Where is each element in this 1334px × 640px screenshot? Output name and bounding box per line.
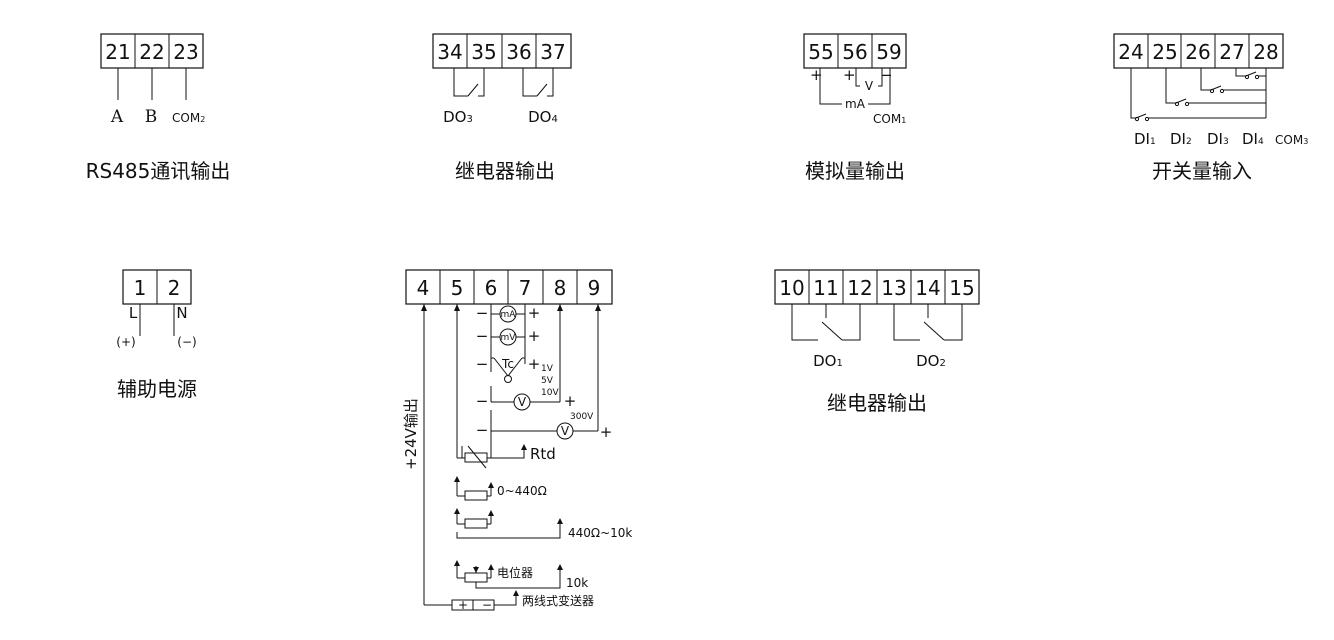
label-di1: DI1 (1134, 130, 1156, 148)
label-rtd: Rtd (530, 445, 556, 463)
terminal-24: 24 (1118, 40, 1143, 64)
relay-a-title: 继电器输出 (455, 159, 555, 183)
label-440-10k: 440Ω~10k (568, 526, 632, 540)
terminal-34: 34 (437, 40, 462, 64)
terminal-5: 5 (451, 276, 464, 300)
terminal-6: 6 (485, 276, 498, 300)
terminal-36: 36 (506, 40, 531, 64)
terminal-1: 1 (134, 276, 147, 300)
label-v-300-meter: V (561, 424, 570, 438)
label-10v: 10V (541, 388, 559, 398)
label-0-440: 0~440Ω (497, 484, 547, 498)
relay-b-title: 继电器输出 (827, 391, 927, 415)
terminal-12: 12 (847, 276, 872, 300)
label-ma-meter: mA (501, 310, 517, 320)
relay-output-block-b: 10 11 12 13 14 15 DO1 DO2 继电器输出 (774, 269, 980, 415)
label-plus-300v: + (600, 423, 613, 441)
label-di4: DI4 (1242, 130, 1264, 148)
label-di3: DI3 (1207, 130, 1229, 148)
label-do2: DO2 (916, 352, 946, 370)
terminal-59: 59 (876, 40, 901, 64)
label-di2: DI2 (1170, 130, 1192, 148)
rs485-terminal-box (100, 33, 204, 69)
terminal-15: 15 (949, 276, 974, 300)
terminal-7: 7 (519, 276, 532, 300)
label-5v: 5V (541, 376, 554, 386)
terminal-21: 21 (105, 40, 130, 64)
terminal-55: 55 (808, 40, 833, 64)
label-v-meter: V (518, 395, 527, 409)
label-plus-56: + (843, 66, 856, 84)
label-a: A (110, 107, 124, 127)
label-do4: DO4 (528, 108, 558, 126)
label-plus-55: + (810, 66, 823, 84)
label-plus-tc: + (528, 355, 541, 373)
label-mv-meter: mV (501, 333, 517, 343)
switch-input-block: 24 25 26 27 28 DI1 DI2 DI3 DI4 COM3 开关量输… (1113, 33, 1308, 183)
aux-power-block: 1 2 L N (+) (−) 辅助电源 (116, 269, 197, 401)
label-minus: − (880, 66, 893, 84)
signal-input-block: 4 5 6 7 8 9 +24V输出 mA − + mV − (402, 269, 632, 612)
label-minus: (−) (177, 335, 196, 349)
aux-power-title: 辅助电源 (117, 377, 197, 401)
terminal-14: 14 (915, 276, 940, 300)
terminal-28: 28 (1253, 40, 1278, 64)
terminal-13: 13 (881, 276, 906, 300)
label-b: B (145, 107, 158, 127)
label-two-wire-transmitter: 两线式变送器 (522, 593, 594, 608)
terminal-56: 56 (842, 40, 867, 64)
label-plus-v: + (564, 392, 577, 410)
label-plus-mv: + (528, 327, 541, 345)
label-l: L (129, 304, 138, 322)
label-potentiometer: 电位器 (497, 565, 533, 580)
input-terminal-box (405, 269, 613, 305)
terminal-2: 2 (168, 276, 181, 300)
label-24v-output: +24V输出 (402, 398, 420, 470)
label-v: V (865, 79, 874, 93)
label-com1: COM1 (873, 112, 906, 126)
label-minus-ma: − (476, 304, 489, 322)
label-tc: Tc (501, 357, 514, 371)
label-plus: (+) (116, 335, 135, 349)
analog-output-block: 55 56 59 + + V − mA COM1 模拟量输出 (803, 33, 907, 183)
label-com3: COM3 (1275, 133, 1308, 147)
terminal-35: 35 (471, 40, 496, 64)
switch-input-title: 开关量输入 (1152, 159, 1252, 183)
label-plus-ma: + (528, 304, 541, 322)
label-plus-transmitter: + (458, 598, 468, 612)
label-do3: DO3 (443, 108, 473, 126)
label-minus-v: − (476, 392, 489, 410)
terminal-26: 26 (1185, 40, 1210, 64)
terminal-10: 10 (779, 276, 804, 300)
label-minus-transmitter: − (482, 598, 492, 612)
label-minus-300v: − (476, 421, 489, 439)
terminal-11: 11 (813, 276, 838, 300)
rs485-block: 21 22 23 A B COM2 RS485通讯输出 (86, 33, 231, 183)
label-1v: 1V (541, 364, 554, 374)
switch-terminal-box (1113, 33, 1284, 69)
rs485-title: RS485通讯输出 (86, 159, 231, 183)
terminal-22: 22 (139, 40, 164, 64)
label-300v: 300V (570, 412, 594, 422)
label-ma: mA (845, 97, 866, 111)
label-minus-mv: − (476, 327, 489, 345)
label-minus-tc: − (476, 355, 489, 373)
label-com2: COM2 (172, 111, 205, 125)
terminal-8: 8 (554, 276, 567, 300)
terminal-27: 27 (1219, 40, 1244, 64)
analog-title: 模拟量输出 (805, 159, 905, 183)
analog-terminal-box (803, 33, 907, 69)
label-do1: DO1 (813, 352, 843, 370)
label-10k: 10k (566, 576, 588, 590)
terminal-37: 37 (540, 40, 565, 64)
terminal-25: 25 (1152, 40, 1177, 64)
terminal-23: 23 (173, 40, 198, 64)
terminal-4: 4 (417, 276, 430, 300)
relay-output-block-a: 34 35 36 37 DO3 DO4 继电器输出 (432, 33, 572, 183)
terminal-9: 9 (588, 276, 601, 300)
label-n: N (176, 304, 187, 322)
